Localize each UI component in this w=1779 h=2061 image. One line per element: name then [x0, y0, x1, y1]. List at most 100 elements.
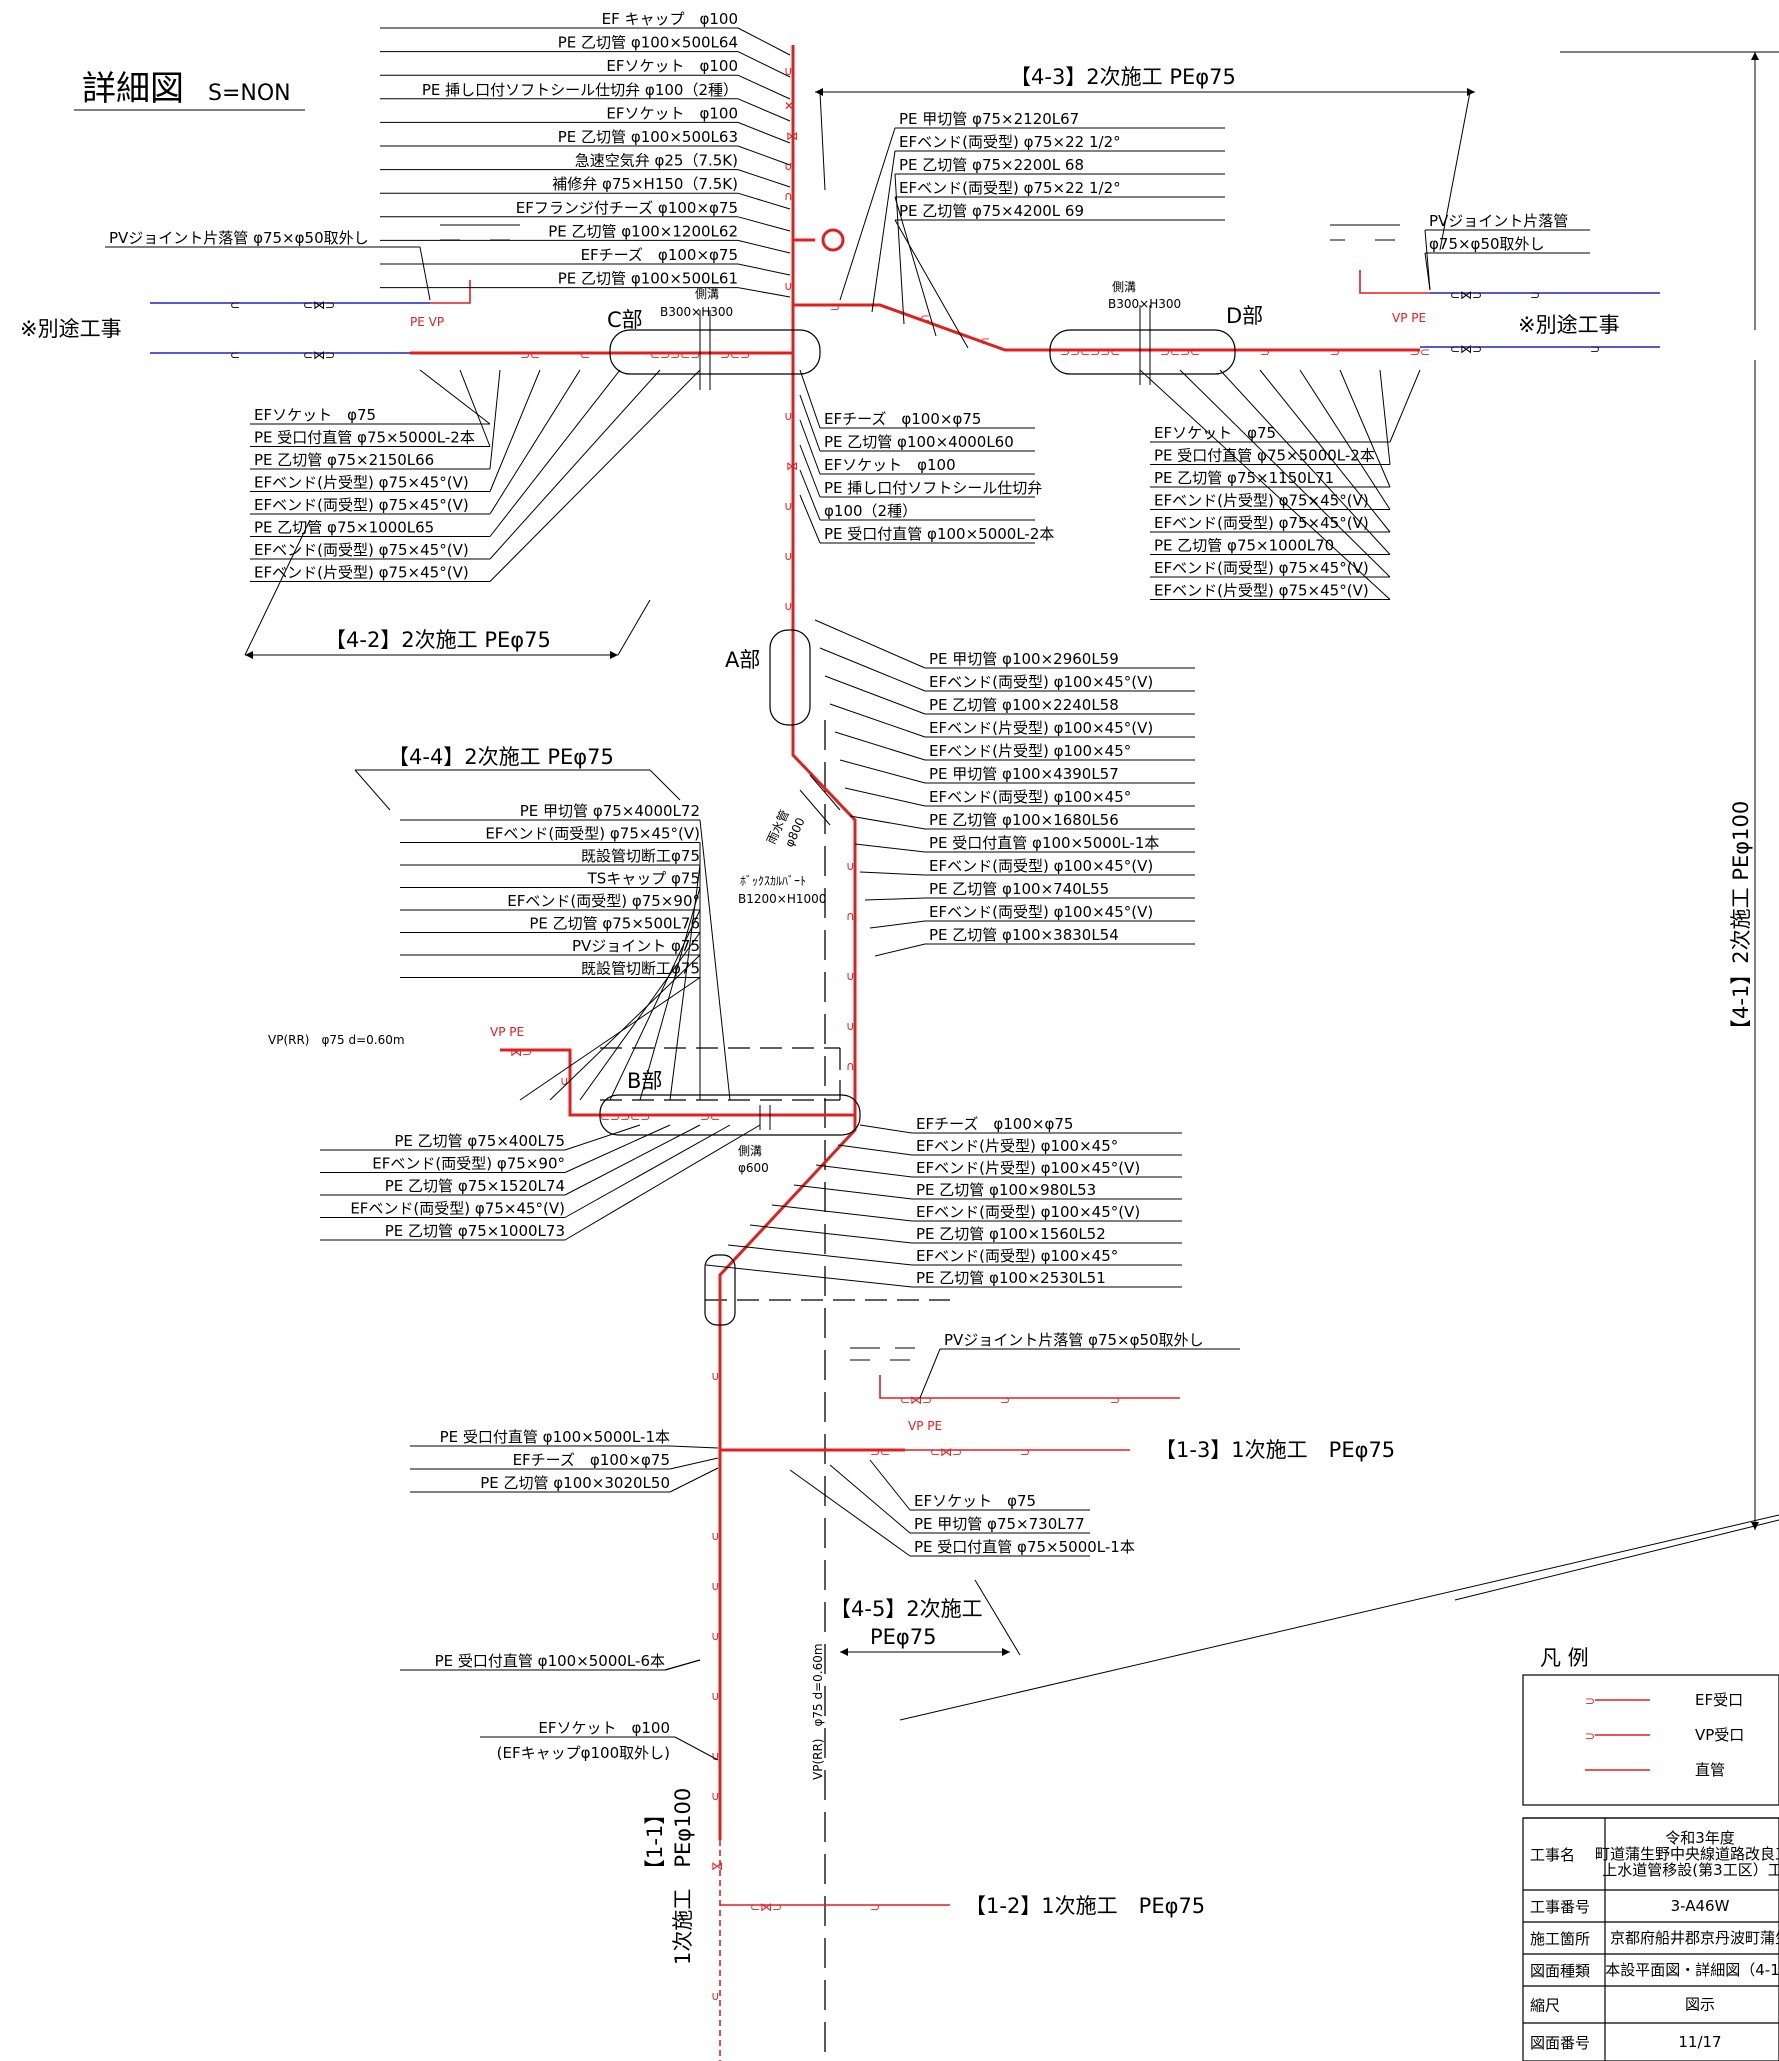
separate-work-right: ※別途工事	[1518, 313, 1620, 337]
b_right-label-0: EFチーズ φ100×φ75	[916, 1115, 1073, 1133]
info-value-1-0: 3-A46W	[1671, 1897, 1730, 1915]
top-label-1: PE 乙切管 φ100×500L64	[558, 34, 738, 52]
svg-text:⊃: ⊃	[1330, 345, 1340, 359]
svg-text:∪: ∪	[846, 859, 855, 873]
top-label-3: PE 挿し口付ソフトシール仕切弁 φ100（2種）	[422, 81, 738, 99]
svg-text:∪: ∪	[711, 1689, 720, 1703]
svg-text:⊂⋈⊃: ⊂⋈⊃	[303, 298, 335, 312]
svg-text:∪: ∪	[711, 1629, 720, 1643]
svg-text:∪: ∪	[711, 1749, 720, 1763]
svg-text:∪: ∪	[784, 499, 793, 513]
a_part-label-3: EFベンド(片受型) φ100×45°(V)	[929, 719, 1153, 737]
svg-text:⋈: ⋈	[786, 129, 798, 143]
svg-text:⋈⊃: ⋈⊃	[510, 1045, 532, 1059]
a_part-label-8: PE 受口付直管 φ100×5000L-1本	[929, 834, 1159, 852]
svg-text:∪: ∪	[846, 1019, 855, 1033]
part-names: C部 D部 A部 B部	[607, 304, 1263, 1093]
b_right-label-5: PE 乙切管 φ100×1560L52	[916, 1225, 1106, 1243]
info-value-2-0: 京都府船井郡京丹波町蒲生	[1610, 1929, 1779, 1947]
center_under-label-3: PE 挿し口付ソフトシール仕切弁	[824, 479, 1042, 497]
b_lower-label-4: PE 乙切管 φ75×1000L73	[385, 1222, 565, 1240]
top-label-2: EFソケット φ100	[606, 57, 738, 75]
section-4-5-line2: PEφ75	[870, 1625, 937, 1649]
info-label-5: 図面番号	[1530, 2034, 1590, 2052]
part-a: A部	[725, 648, 760, 672]
svg-text:⊃: ⊃	[1530, 288, 1540, 302]
center_under-label-1: PE 乙切管 φ100×4000L60	[824, 433, 1014, 451]
right_under-label-0: EFソケット φ75	[1154, 424, 1276, 442]
scale-text: S=NON	[208, 81, 291, 106]
section-1-1-line1: 【1-1】	[643, 1804, 667, 1880]
svg-text:⊂⋈⊃: ⊂⋈⊃	[1450, 288, 1482, 302]
legend: 凡 例 ⊃ EF受口 ⊃ VP受口 直管	[1522, 1646, 1779, 1806]
svg-text:∪: ∪	[784, 599, 793, 613]
b_right-label-2: EFベンド(片受型) φ100×45°(V)	[916, 1159, 1140, 1177]
svg-text:∪: ∪	[711, 1369, 720, 1383]
svg-text:∪: ∪	[784, 279, 793, 293]
svg-text:⊃⊃⊂⊃⊃⊂: ⊃⊃⊂⊃⊃⊂	[1060, 345, 1120, 359]
svg-text:∪: ∪	[784, 409, 793, 423]
a_part-label-1: EFベンド(両受型) φ100×45°(V)	[929, 673, 1153, 691]
ditch-c-label1: 側溝	[695, 287, 719, 301]
svg-text:⊃⊂: ⊃⊂	[520, 348, 540, 362]
b_lower-label-2: PE 乙切管 φ75×1520L74	[385, 1177, 565, 1195]
svg-text:∪: ∪	[784, 64, 793, 78]
top-label-10: EFチーズ φ100×φ75	[581, 246, 738, 264]
a_part-label-9: EFベンド(両受型) φ100×45°(V)	[929, 857, 1153, 875]
svg-text:⊂: ⊂	[920, 311, 930, 325]
svg-text:∪: ∪	[711, 1989, 720, 2003]
b_upper-label-1: EFベンド(両受型) φ75×45°(V)	[485, 825, 700, 843]
left_under-label-0: EFソケット φ75	[254, 406, 376, 424]
svg-text:⊃: ⊃	[1585, 1729, 1595, 1743]
right_under-label-2: PE 乙切管 φ75×1150L71	[1154, 469, 1334, 487]
main-pipe-lower	[718, 1110, 857, 1840]
svg-text:⊃⊂⊃⊂: ⊃⊂⊃⊂	[1160, 345, 1200, 359]
left_under-label-1: PE 受口付直管 φ75×5000L-2本	[254, 429, 475, 447]
legend-straight: 直管	[1695, 1761, 1725, 1779]
a_part-label-10: PE 乙切管 φ100×740L55	[929, 880, 1109, 898]
svg-text:∪: ∪	[711, 1789, 720, 1803]
upper_right-label-2: PE 乙切管 φ75×2200L 68	[899, 156, 1084, 174]
title-text: 詳細図	[82, 69, 184, 109]
bottom_left-label-0: PE 受口付直管 φ100×5000L-6本	[435, 1652, 665, 1670]
info-value-0-1: 町道蒲生野中央線道路改良工事	[1595, 1845, 1779, 1863]
svg-text:∪: ∪	[711, 1529, 720, 1543]
info-value-4-0: 図示	[1685, 1996, 1715, 2014]
b_lower-label-3: EFベンド(両受型) φ75×45°(V)	[350, 1200, 565, 1218]
svg-text:∪: ∪	[846, 969, 855, 983]
b_upper-label-2: 既設管切断工φ75	[581, 847, 700, 865]
legend-ef: EF受口	[1695, 1691, 1743, 1709]
a_part-label-0: PE 甲切管 φ100×2960L59	[929, 650, 1119, 668]
center_under-label-0: EFチーズ φ100×φ75	[824, 410, 981, 428]
svg-text:⊂⋈⊃: ⊂⋈⊃	[1450, 342, 1482, 356]
svg-text:⊃: ⊃	[1260, 345, 1270, 359]
box-culvert-label1: ﾎﾞｯｸｽｶﾙﾊﾞｰﾄ	[740, 874, 806, 888]
drawing-title: 詳細図 S=NON	[74, 69, 305, 111]
a_part-label-11: EFベンド(両受型) φ100×45°(V)	[929, 903, 1153, 921]
svg-text:⊂⋈⊃: ⊂⋈⊃	[900, 1393, 932, 1407]
svg-text:∩: ∩	[846, 1059, 855, 1073]
svg-text:∪: ∪	[560, 1074, 569, 1088]
section-4-2: 【4-2】2次施工 PEφ75	[325, 628, 551, 652]
tag-pevp: PE VP	[410, 315, 444, 329]
b_upper-label-3: TSキャップ φ75	[587, 870, 700, 888]
svg-text:⊃: ⊃	[1585, 1694, 1595, 1708]
svg-text:⊃: ⊃	[1020, 1445, 1030, 1459]
b_lower-label-1: EFベンド(両受型) φ75×90°	[372, 1155, 565, 1173]
right_under-label-5: PE 乙切管 φ75×1000L70	[1154, 537, 1334, 555]
legend-title: 凡 例	[1540, 1646, 1589, 1670]
pv_low-label-0: PVジョイント片落管 φ75×φ50取外し	[944, 1331, 1204, 1349]
svg-text:⊂: ⊂	[580, 348, 590, 362]
top-label-6: 急速空気弁 φ25（7.5K)	[575, 152, 738, 170]
svg-text:⊂: ⊂	[230, 298, 240, 312]
right_under-label-1: PE 受口付直管 φ75×5000L-2本	[1154, 447, 1375, 465]
top-label-5: PE 乙切管 φ100×500L63	[558, 128, 738, 146]
tag-vprr-vertical: VP(RR) φ75 d=0.60m	[811, 1643, 825, 1780]
svg-text:⊃: ⊃	[830, 300, 840, 314]
section-4-3: 【4-3】2次施工 PEφ75	[1010, 65, 1236, 89]
left_under-label-5: PE 乙切管 φ75×1000L65	[254, 519, 434, 537]
a_part-label-2: PE 乙切管 φ100×2240L58	[929, 696, 1119, 714]
center_under-label-2: EFソケット φ100	[824, 456, 956, 474]
